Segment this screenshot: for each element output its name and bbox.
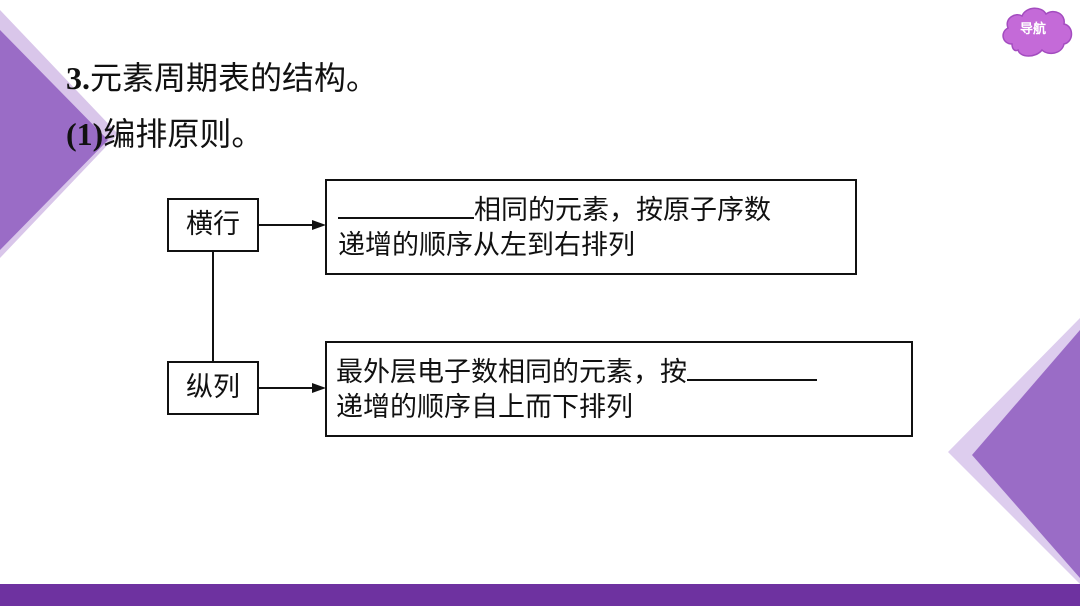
subheading-number: (1) [66, 116, 104, 152]
cloud-icon [1002, 7, 1073, 57]
left-triangle-dark [0, 30, 108, 250]
column-label: 纵列 [186, 372, 240, 403]
row-description-box [325, 179, 857, 275]
row-label: 横行 [186, 209, 240, 240]
row-line1-text: 相同的元素，按原子序数 [474, 195, 771, 226]
section-heading: 3.元素周期表的结构。 [66, 58, 378, 98]
row-description-line2: 递增的顺序从左到右排列 [338, 230, 635, 261]
row-description-line1: 相同的元素，按原子序数 [338, 189, 771, 229]
column-fill-blank[interactable] [687, 351, 817, 381]
nav-button[interactable]: 导航 [998, 4, 1078, 60]
column-description-box [325, 341, 913, 437]
column-description-line2: 递增的顺序自上而下排列 [336, 392, 633, 423]
subheading-text: 编排原则。 [103, 115, 264, 153]
row-fill-blank[interactable] [338, 189, 474, 219]
nav-label: 导航 [1019, 22, 1046, 37]
column-label-box [167, 361, 259, 415]
heading-text: 元素周期表的结构。 [90, 59, 379, 97]
row-arrow-head [312, 220, 326, 230]
heading-number: 3. [66, 60, 90, 96]
column-arrow-head [312, 383, 326, 393]
bottom-accent-bar [0, 584, 1080, 606]
right-triangle-dark [972, 330, 1080, 578]
column-line1-text: 最外层电子数相同的元素，按 [336, 357, 687, 388]
subsection-heading: (1)编排原则。 [66, 114, 263, 154]
column-description-line1: 最外层电子数相同的元素，按 [336, 351, 817, 391]
